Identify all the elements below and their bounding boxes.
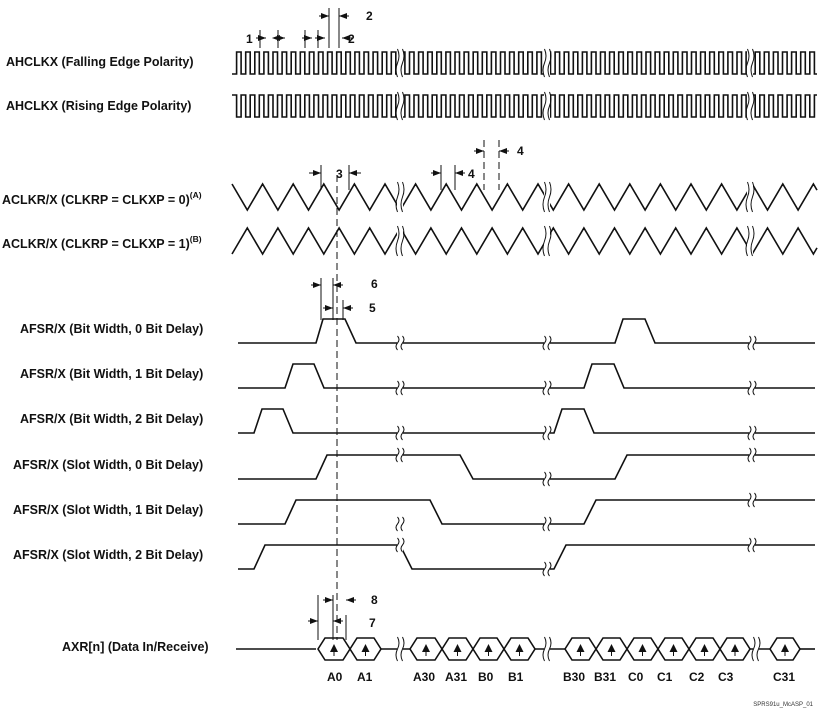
marker-2-bottom: 2 [348, 32, 355, 46]
break-symbol [745, 181, 755, 213]
data-label-a30: A30 [413, 670, 435, 684]
break-symbol [395, 425, 405, 441]
rising-edge-arrow-icon [607, 644, 616, 652]
rising-edge-arrow-icon [669, 644, 678, 652]
rising-edge-arrow-icon [484, 644, 493, 652]
marker-3: 3 [336, 167, 343, 181]
rising-edge-arrow-icon [361, 644, 370, 652]
label-aclk-polarity-1: ACLKR/X (CLKRP = CLKXP = 1)(B) [2, 234, 202, 252]
label-afsr-slot-2: AFSR/X (Slot Width, 2 Bit Delay) [13, 548, 204, 562]
break-symbol [542, 471, 552, 487]
label-afsr-slot-0: AFSR/X (Slot Width, 0 Bit Delay) [13, 458, 204, 472]
break-symbol [747, 380, 757, 396]
rising-edge-arrow-icon [700, 644, 709, 652]
break-symbol [542, 636, 552, 662]
marker-5: 5 [369, 301, 376, 315]
break-symbol [542, 225, 552, 257]
rising-edge-arrow-icon [453, 644, 462, 652]
rising-edge-arrow-icon [515, 644, 524, 652]
data-label-b0: B0 [478, 670, 494, 684]
afsr-slot-1-wave [238, 499, 815, 525]
break-symbol [395, 516, 405, 532]
data-label-c2: C2 [689, 670, 705, 684]
afsr-slot-0-wave [238, 454, 815, 480]
aclk-polarity-1-wave [231, 226, 818, 256]
break-symbol [745, 225, 755, 257]
break-symbol [542, 561, 552, 577]
label-afsr-bit-1: AFSR/X (Bit Width, 1 Bit Delay) [20, 367, 204, 381]
break-symbol [542, 48, 552, 78]
break-symbol [542, 181, 552, 213]
label-ahclkx-falling: AHCLKX (Falling Edge Polarity) [6, 55, 194, 69]
break-symbol [395, 380, 405, 396]
break-symbol [395, 181, 405, 213]
break-symbol [395, 636, 405, 662]
marker-7: 7 [369, 616, 376, 630]
break-symbol [395, 91, 405, 121]
data-label-a1: A1 [357, 670, 373, 684]
break-symbol [395, 537, 405, 553]
data-label-a31: A31 [445, 670, 467, 684]
data-label-b31: B31 [594, 670, 616, 684]
ahclkx-rising-wave [232, 94, 817, 118]
afsr-slot-2-wave [238, 544, 815, 570]
label-afsr-bit-0: AFSR/X (Bit Width, 0 Bit Delay) [20, 322, 204, 336]
break-symbol [395, 48, 405, 78]
data-label-a0: A0 [327, 670, 343, 684]
break-symbol [747, 425, 757, 441]
break-symbol [747, 537, 757, 553]
break-symbol [747, 335, 757, 351]
rising-edge-arrow-icon [731, 644, 739, 652]
rising-edge-arrow-icon [638, 644, 647, 652]
break-symbol [395, 225, 405, 257]
data-label-c31: C31 [773, 670, 795, 684]
label-aclk-polarity-0: ACLKR/X (CLKRP = CLKXP = 0)(A) [2, 190, 202, 208]
marker-2-top: 2 [366, 9, 373, 23]
marker-4-right: 4 [517, 144, 524, 158]
rising-edge-arrow-icon [330, 644, 338, 652]
rising-edge-arrow-icon [422, 644, 430, 652]
break-symbol [542, 91, 552, 121]
break-symbol [745, 91, 755, 121]
figure-id: SPRS91u_McASP_01 [753, 702, 813, 708]
break-symbol [542, 516, 552, 532]
data-label-c0: C0 [628, 670, 644, 684]
marker-1: 1 [246, 32, 253, 46]
break-symbol [395, 447, 405, 463]
rising-edge-arrow-icon [781, 644, 789, 652]
afsr-bit-0-wave [238, 318, 815, 344]
break-symbol [747, 492, 757, 508]
label-afsr-bit-2: AFSR/X (Bit Width, 2 Bit Delay) [20, 412, 204, 426]
afsr-bit-2-wave [238, 408, 815, 434]
label-ahclkx-rising: AHCLKX (Rising Edge Polarity) [6, 99, 192, 113]
break-symbol [542, 425, 552, 441]
data-label-c3: C3 [718, 670, 734, 684]
data-label-b30: B30 [563, 670, 585, 684]
break-symbol [745, 48, 755, 78]
aclk-polarity-0-wave [231, 182, 818, 212]
marker-4-left: 4 [468, 167, 475, 181]
label-afsr-slot-1: AFSR/X (Slot Width, 1 Bit Delay) [13, 503, 204, 517]
break-symbol [542, 380, 552, 396]
afsr-bit-1-wave [238, 363, 815, 389]
data-label-c1: C1 [657, 670, 673, 684]
rising-edge-arrow-icon [576, 644, 585, 652]
marker-8: 8 [371, 593, 378, 607]
label-axr-data: AXR[n] (Data In/Receive) [62, 640, 209, 654]
data-label-b1: B1 [508, 670, 524, 684]
break-symbol [751, 636, 761, 662]
break-symbol [747, 447, 757, 463]
break-symbol [542, 335, 552, 351]
marker-6: 6 [371, 277, 378, 291]
break-symbol [395, 335, 405, 351]
ahclkx-falling-wave [232, 51, 817, 75]
